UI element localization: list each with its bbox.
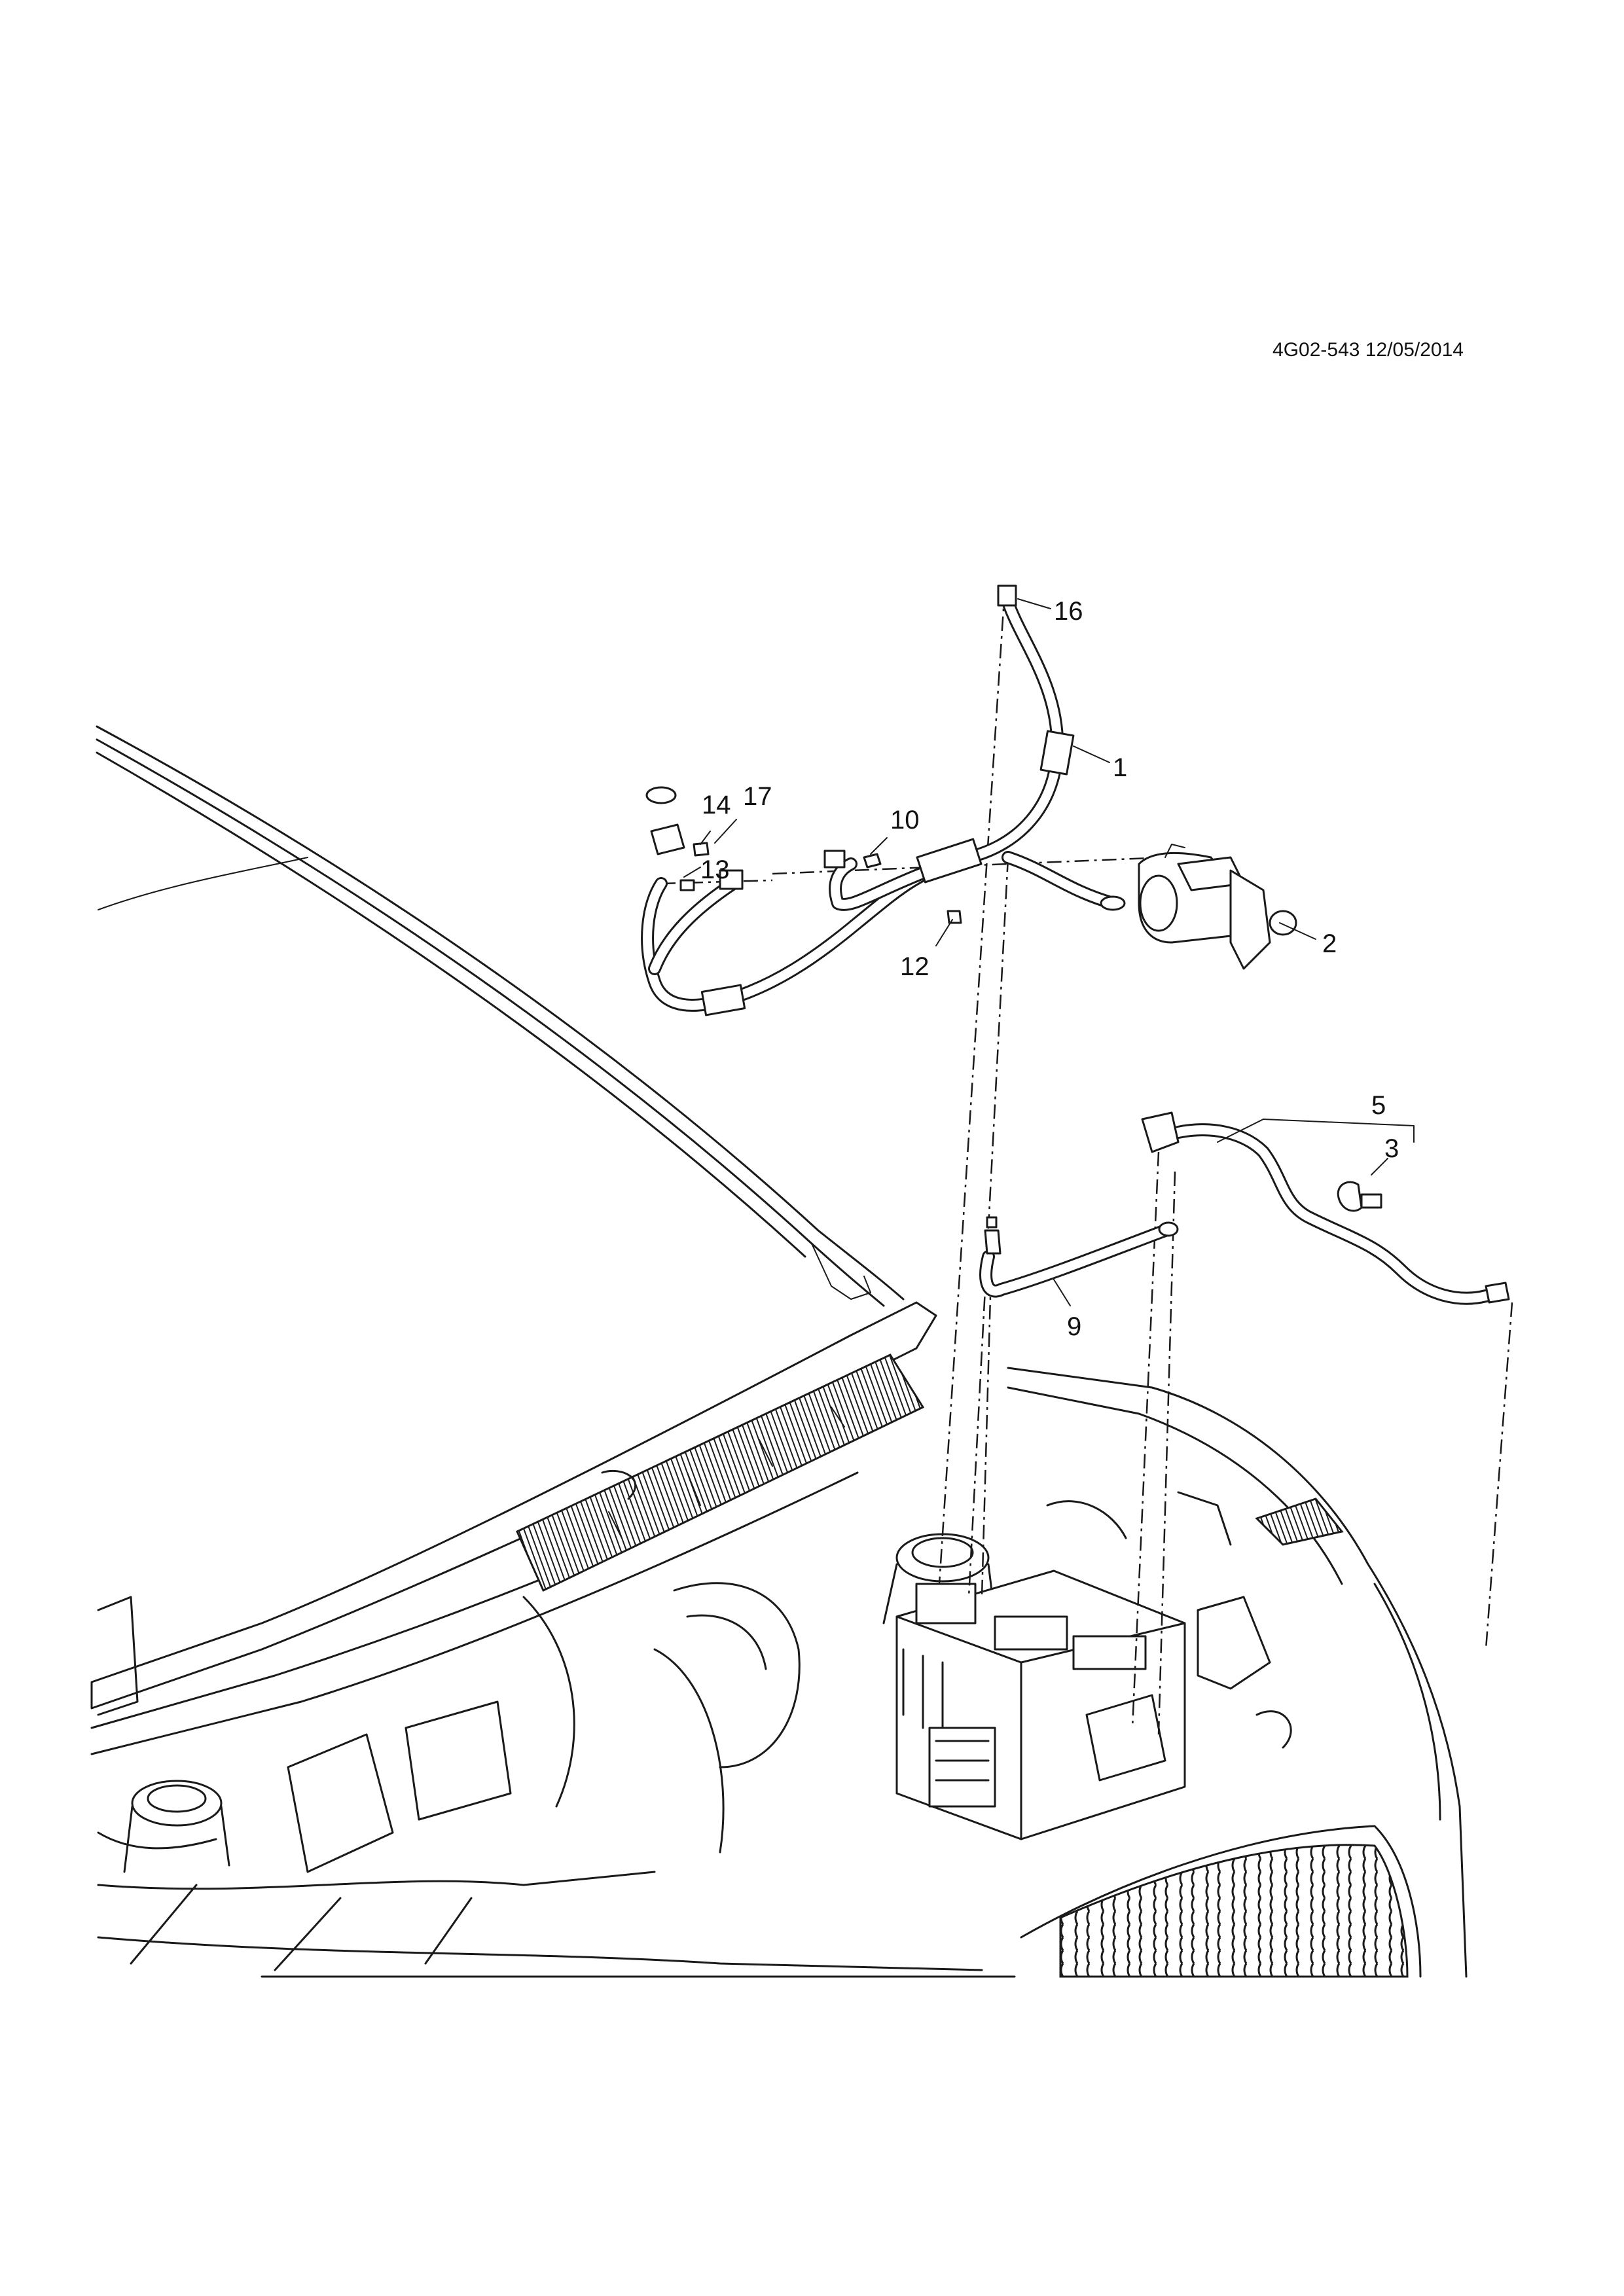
right-strut-tower [882, 1533, 996, 1624]
ground-cable-short [979, 1216, 1179, 1298]
hood-outline [96, 725, 905, 1300]
battery-assembly [895, 1570, 1186, 1840]
cowl-vent-grille [516, 1354, 925, 1592]
callout-14: 14 [702, 791, 731, 819]
callout-16: 16 [1054, 597, 1083, 626]
vehicle-front-body [90, 725, 1468, 1978]
callout-3: 3 [1384, 1134, 1399, 1163]
negative-cable [1141, 1111, 1510, 1305]
callout-labels: 16 1 2 5 3 9 10 12 13 14 17 [700, 597, 1399, 1341]
callout-13: 13 [700, 855, 730, 884]
right-fender [1007, 1367, 1468, 1978]
front-grille [1059, 1844, 1409, 1978]
starter-motor [1138, 844, 1297, 970]
left-strut-tower [97, 1780, 230, 1873]
callout-9: 9 [1067, 1312, 1081, 1341]
positive-cable-harness [641, 584, 1126, 1016]
cowl-panel [90, 1301, 937, 1710]
callout-17: 17 [743, 782, 772, 811]
callout-12: 12 [900, 952, 929, 981]
diagram-reference-code: 4G02-543 12/05/2014 [1272, 339, 1464, 361]
callout-1: 1 [1113, 753, 1127, 782]
callout-2: 2 [1322, 929, 1337, 958]
callout-5: 5 [1371, 1091, 1386, 1120]
leader-lines [683, 598, 1415, 1306]
callout-10: 10 [890, 806, 920, 834]
